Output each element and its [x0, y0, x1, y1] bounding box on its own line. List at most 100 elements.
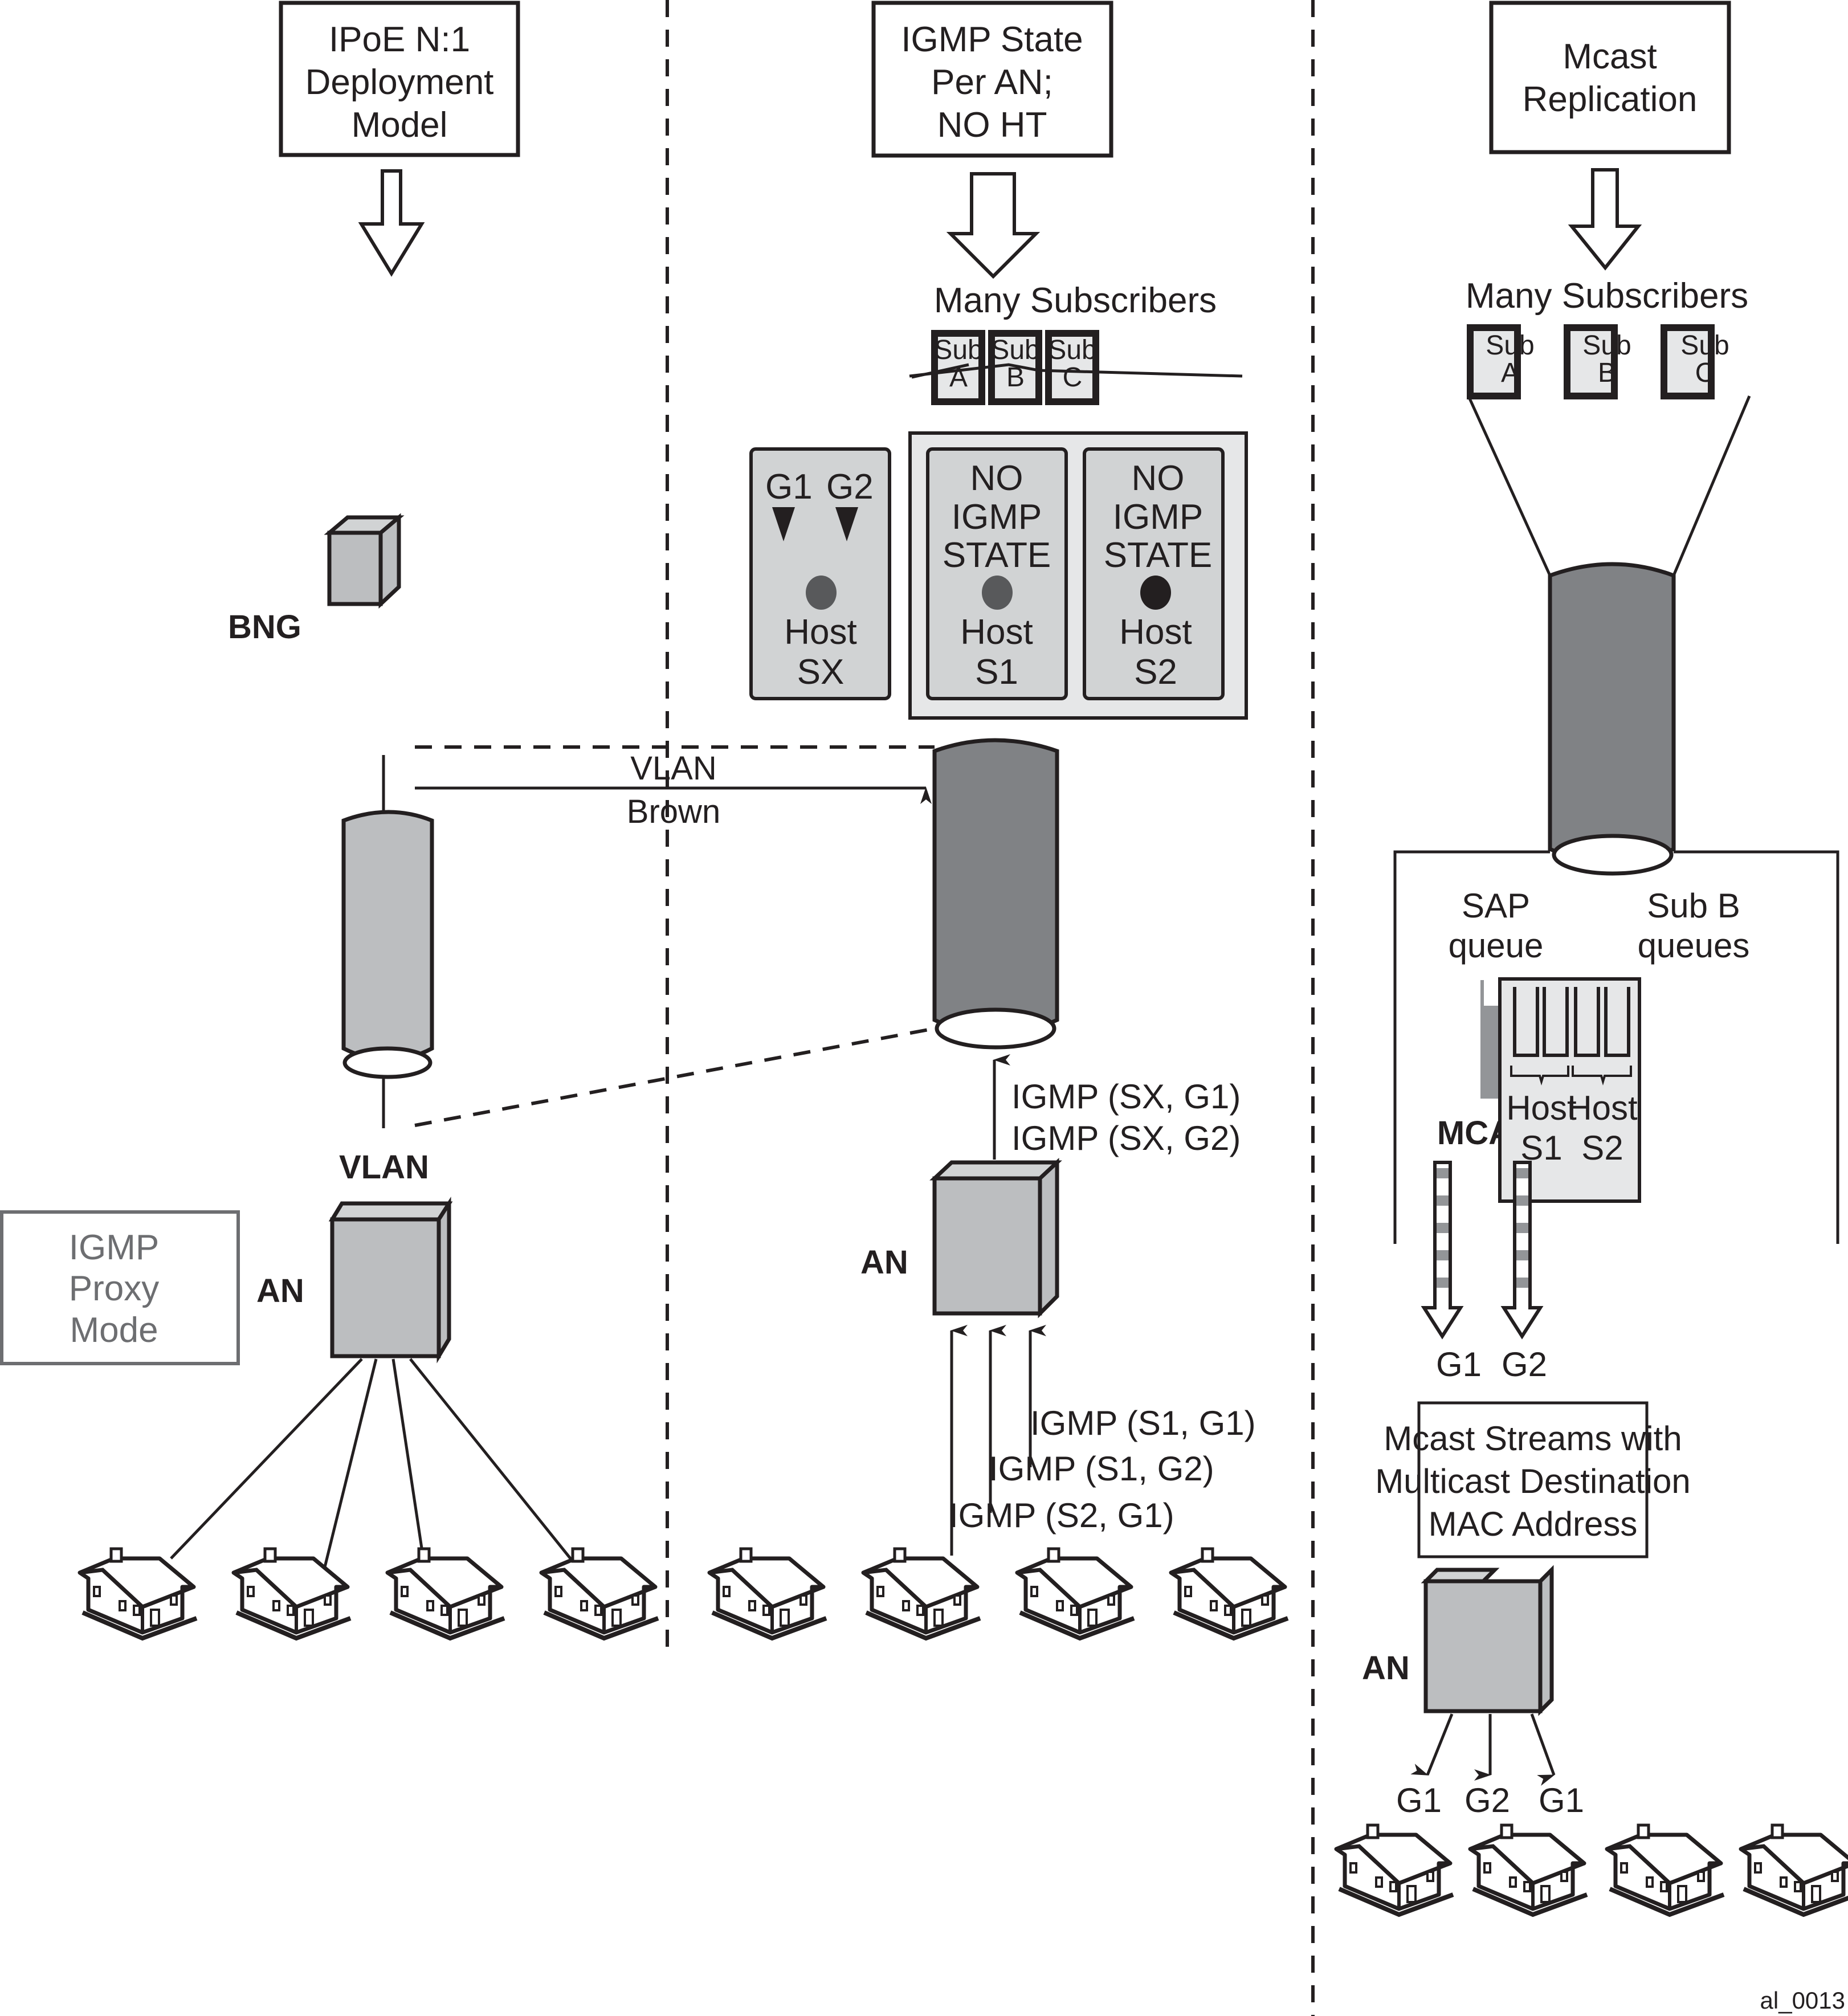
- host-label: Host: [1567, 1089, 1638, 1127]
- an-output-arrow: [1410, 1713, 1454, 1776]
- svg-text:Sub: Sub: [1048, 335, 1096, 365]
- group-label: G2: [826, 467, 874, 507]
- g1-triangle-icon: [772, 507, 795, 541]
- an-label: AN: [256, 1272, 304, 1309]
- svg-text:Sub: Sub: [1680, 330, 1729, 361]
- bng-device-icon: [324, 513, 405, 609]
- an-output-label: G1: [1396, 1781, 1442, 1819]
- figure-id-label: al_0013: [1760, 1987, 1845, 2014]
- stream-arrow-g2-icon: [1500, 1161, 1544, 1340]
- column-mcast-replication: Mcast Replication Many Subscribers Sub A…: [1336, 1, 1848, 2014]
- host-label: S1: [975, 652, 1018, 692]
- queue-bracket-left: [1393, 850, 1550, 1244]
- sub-box: Sub C: [1045, 330, 1099, 405]
- svg-text:C: C: [1063, 362, 1083, 393]
- down-arrow-icon: [358, 169, 425, 277]
- stream-arrow-g1-icon: [1421, 1161, 1464, 1340]
- header-line: Model: [352, 105, 448, 145]
- house-icon: [1470, 1825, 1587, 1915]
- igmp-message-label: IGMP (SX, G1): [1011, 1078, 1241, 1116]
- subb-queues-label: queues: [1638, 927, 1750, 965]
- an-output-arrow: [1530, 1713, 1556, 1786]
- an-device-icon: [1421, 1565, 1554, 1716]
- house-icon: [1741, 1825, 1848, 1915]
- vlan-dashed-bottom: [414, 1027, 935, 1127]
- group-label: G1: [765, 467, 813, 507]
- house-icon: [863, 1549, 980, 1638]
- vlan-cylinder-icon: [341, 810, 434, 1079]
- subb-queues-label: Sub B: [1647, 887, 1740, 925]
- house-icon: [1171, 1549, 1288, 1638]
- an-label: AN: [1362, 1650, 1410, 1687]
- vlan-brown-label: Brown: [627, 793, 720, 830]
- svg-text:Sub: Sub: [1486, 330, 1534, 361]
- header-line: NO HT: [937, 105, 1047, 145]
- column-ipoe: IPoE N:1 Deployment Model BNG VLAN VLAN …: [0, 1, 935, 1638]
- host-label: Host: [784, 613, 856, 652]
- many-subscribers-label: Many Subscribers: [934, 281, 1217, 320]
- sub-box: Sub A: [1467, 324, 1535, 399]
- header-line: Replication: [1523, 80, 1698, 119]
- house-icon: [1336, 1825, 1453, 1915]
- igmp-message-label: IGMP (S2, G1): [949, 1496, 1174, 1535]
- mcast-streams-box: [1417, 1401, 1649, 1558]
- host-s2-dot-icon: [1140, 576, 1171, 610]
- house-icon: [1607, 1825, 1724, 1915]
- host-label: SX: [797, 652, 845, 692]
- host-s1-dot-icon: [982, 576, 1013, 610]
- state-label: NO: [970, 459, 1023, 498]
- sub-box: Sub B: [988, 330, 1042, 405]
- funnel-line: [1467, 395, 1552, 577]
- host-label: S2: [1134, 652, 1177, 692]
- house-icon: [387, 1549, 504, 1638]
- header-line: Per AN;: [931, 63, 1053, 102]
- state-label: IGMP: [952, 497, 1042, 537]
- header-box-ipoe: [279, 1, 520, 157]
- funnel-line: [1672, 395, 1751, 576]
- house-icon: [1017, 1549, 1134, 1638]
- host-label: S2: [1581, 1129, 1623, 1167]
- header-box-igmp: [871, 1, 1113, 158]
- many-subscribers-label: Many Subscribers: [1466, 276, 1748, 316]
- proxy-line: IGMP: [69, 1228, 159, 1267]
- sub-box: Sub B: [1564, 324, 1631, 399]
- bng-label: BNG: [228, 609, 301, 646]
- igmp-message-label: IGMP (S1, G1): [1030, 1404, 1256, 1442]
- state-label: STATE: [943, 536, 1051, 575]
- down-arrow-icon: [1568, 168, 1642, 271]
- igmp-proxy-box: [0, 1210, 240, 1365]
- state-label: STATE: [1104, 536, 1213, 575]
- house-icon: [234, 1549, 350, 1638]
- host-s1-panel: [926, 447, 1068, 700]
- host-sx-dot-icon: [806, 576, 837, 610]
- header-line: IPoE N:1: [329, 20, 470, 59]
- host-s2-panel: [1083, 447, 1225, 700]
- vlan-label: VLAN: [339, 1149, 429, 1186]
- svg-text:Sub: Sub: [1582, 330, 1631, 361]
- host-label: Host: [960, 613, 1033, 652]
- header-box-mcast: [1489, 1, 1731, 154]
- house-icon: [541, 1549, 658, 1638]
- stream-group-label: G1: [1436, 1345, 1482, 1384]
- host-label: Host: [1506, 1089, 1577, 1127]
- replication-cylinder-icon: [1548, 562, 1676, 876]
- proxy-line: Mode: [70, 1311, 158, 1350]
- an-device-icon: [929, 1157, 1062, 1319]
- svg-text:Sub: Sub: [991, 335, 1039, 365]
- subb-queue-icons: [1510, 987, 1632, 1085]
- vlan-brown-label: VLAN: [630, 750, 717, 787]
- igmp-message-label: IGMP (SX, G2): [1011, 1119, 1241, 1157]
- an-output-label: G2: [1464, 1781, 1510, 1819]
- sub-box: Sub C: [1661, 324, 1729, 399]
- house-icon: [80, 1549, 197, 1638]
- state-label: NO: [1132, 459, 1185, 498]
- svg-text:C: C: [1695, 358, 1715, 388]
- house-icon: [709, 1549, 826, 1638]
- svg-text:B: B: [1598, 358, 1616, 388]
- down-arrow-icon: [946, 172, 1041, 279]
- sap-queue-label: SAP: [1462, 887, 1530, 925]
- streams-box-line: MAC Address: [1429, 1505, 1638, 1543]
- queue-bracket-right: [1674, 850, 1839, 1244]
- streams-box-line: Multicast Destination: [1375, 1462, 1691, 1500]
